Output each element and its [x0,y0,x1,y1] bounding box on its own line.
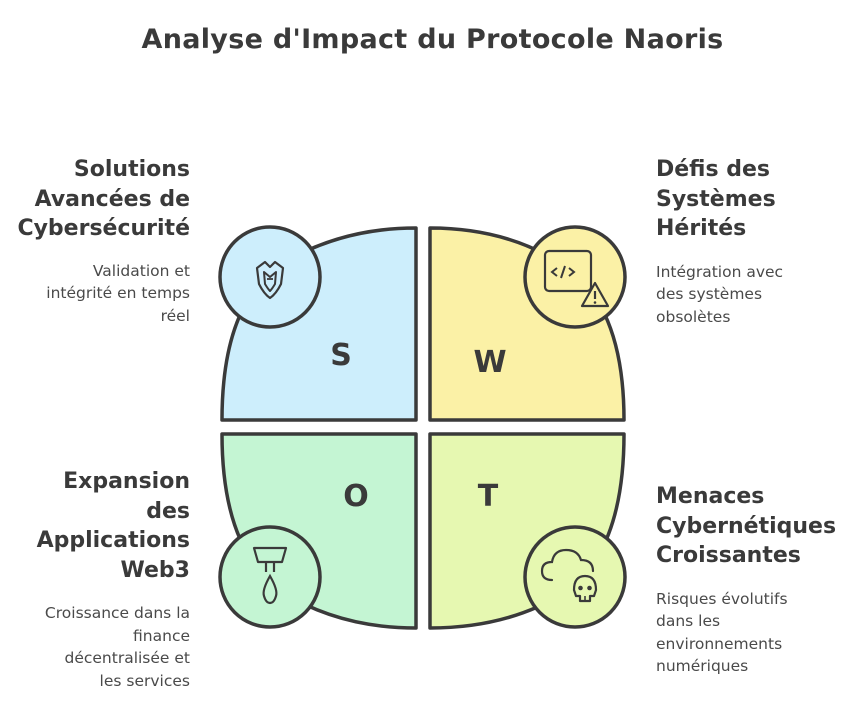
weaknesses-heading: Défis des Systèmes Hérités [656,155,816,244]
quadrant-t-letter: T [478,479,499,514]
cloud-skull-icon [523,525,627,629]
page-title: Analyse d'Impact du Protocole Naoris [141,24,724,55]
quadrant-s-letter: S [330,338,352,373]
threats-heading-line: Cybernétiques [656,513,837,539]
opportunities-description: Croissance dans la finance décentralisée… [10,602,190,692]
weaknesses-heading-line: Défis des [656,157,771,182]
opportunities-heading: Expansion des Applications Web3 [10,467,190,585]
strengths-heading-line: Solutions [73,157,190,182]
opportunities-text-block: Expansion des Applications Web3 Croissan… [10,467,190,692]
opportunities-heading-line: Applications [36,528,190,553]
weaknesses-description-line: Intégration avec [656,262,784,281]
opportunities-heading-line: des [146,498,190,524]
weaknesses-description: Intégration avec des systèmes obsolètes [656,261,816,329]
threats-description-line: dans les [656,612,721,630]
strengths-description-line: intégrité en temps [46,284,190,302]
strengths-text-block: Solutions Avancées de Cybersécurité Vali… [10,155,190,327]
opportunities-description-line: les services [99,671,190,690]
strengths-description-line: Validation et [92,261,190,280]
threats-description-line: environnements [656,634,783,653]
opportunities-description-line: Croissance dans la [44,604,190,622]
threats-heading-line: Croissantes [656,543,801,568]
weaknesses-heading-line: Systèmes [656,186,776,212]
opportunities-heading-line: Expansion [63,469,190,494]
weaknesses-description-line: des systèmes [656,285,763,303]
opportunities-description-line: décentralisée et [64,649,190,667]
threats-heading: Menaces Cybernétiques Croissantes [656,482,856,571]
strengths-heading: Solutions Avancées de Cybersécurité [10,155,190,244]
code-warning-icon [523,225,627,329]
weaknesses-text-block: Défis des Systèmes Hérités Intégration a… [656,155,816,328]
threats-description: Risques évolutifs dans les environnement… [656,588,856,678]
weaknesses-description-line: obsolètes [656,307,731,326]
strengths-description: Validation et intégrité en temps réel [10,260,190,328]
threats-description-line: numériques [656,657,749,675]
strengths-heading-line: Cybersécurité [17,216,190,241]
threats-text-block: Menaces Cybernétiques Croissantes Risque… [656,482,856,678]
strengths-description-line: réel [160,306,190,325]
threats-heading-line: Menaces [656,484,765,509]
threats-description-line: Risques évolutifs [656,589,788,608]
weaknesses-heading-line: Hérités [656,216,747,241]
opportunities-heading-line: Web3 [120,557,190,583]
quadrant-w-letter: W [473,345,506,380]
strengths-heading-line: Avancées de [34,186,190,212]
shield-icon [218,225,322,329]
opportunities-description-line: finance [133,626,190,645]
quadrant-o-letter: O [343,479,369,514]
lamp-icon [218,525,322,629]
